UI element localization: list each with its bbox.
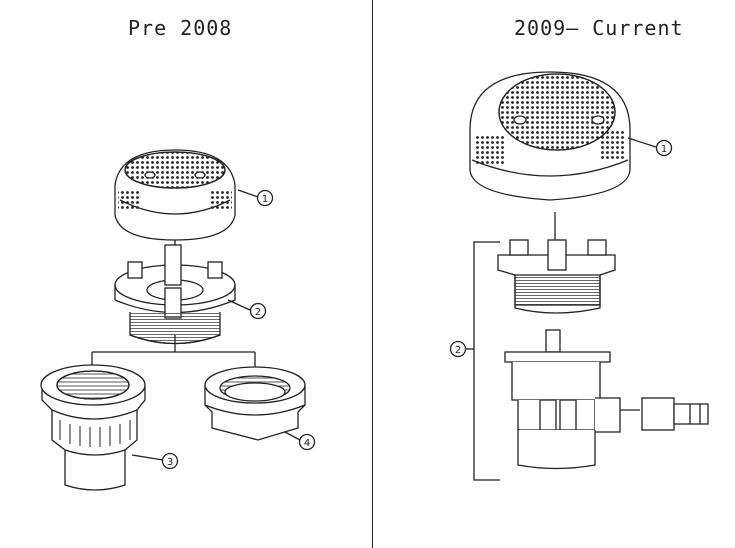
callout-leader-left-1 (237, 189, 259, 198)
callout-leader-left-2 (227, 299, 251, 311)
left-wall-fitting (204, 366, 306, 441)
right-threaded-ring (497, 239, 616, 314)
callout-leader-left-3 (131, 454, 164, 461)
svg-text:2: 2 (255, 307, 261, 318)
right-body-housing (504, 329, 640, 470)
callout-left-3: 3 (161, 452, 179, 470)
svg-text:4: 4 (304, 438, 310, 449)
left-eyeball-nozzle (40, 364, 146, 491)
svg-text:3: 3 (167, 457, 173, 468)
callout-left-4: 4 (298, 433, 316, 451)
current-heading: 2009— Current (514, 16, 684, 40)
callout-leader-left-4 (284, 431, 301, 441)
left-branch-lines (91, 335, 256, 372)
callout-left-2: 2 (249, 302, 267, 320)
left-fitting-body (114, 244, 236, 345)
right-assembly-bracket (473, 241, 500, 481)
callout-leader-right-1 (627, 137, 657, 148)
pre-2008-heading: Pre 2008 (128, 16, 233, 40)
svg-text:2: 2 (455, 345, 461, 356)
svg-text:1: 1 (262, 194, 268, 205)
callout-right-1: 1 (655, 139, 673, 157)
callout-left-1: 1 (256, 189, 274, 207)
panel-divider (372, 0, 373, 548)
left-grate-cover (114, 149, 236, 241)
svg-text:1: 1 (661, 144, 667, 155)
right-hose-barb (641, 397, 709, 431)
right-grate-cover (469, 71, 631, 201)
callout-right-2: 2 (449, 340, 467, 358)
